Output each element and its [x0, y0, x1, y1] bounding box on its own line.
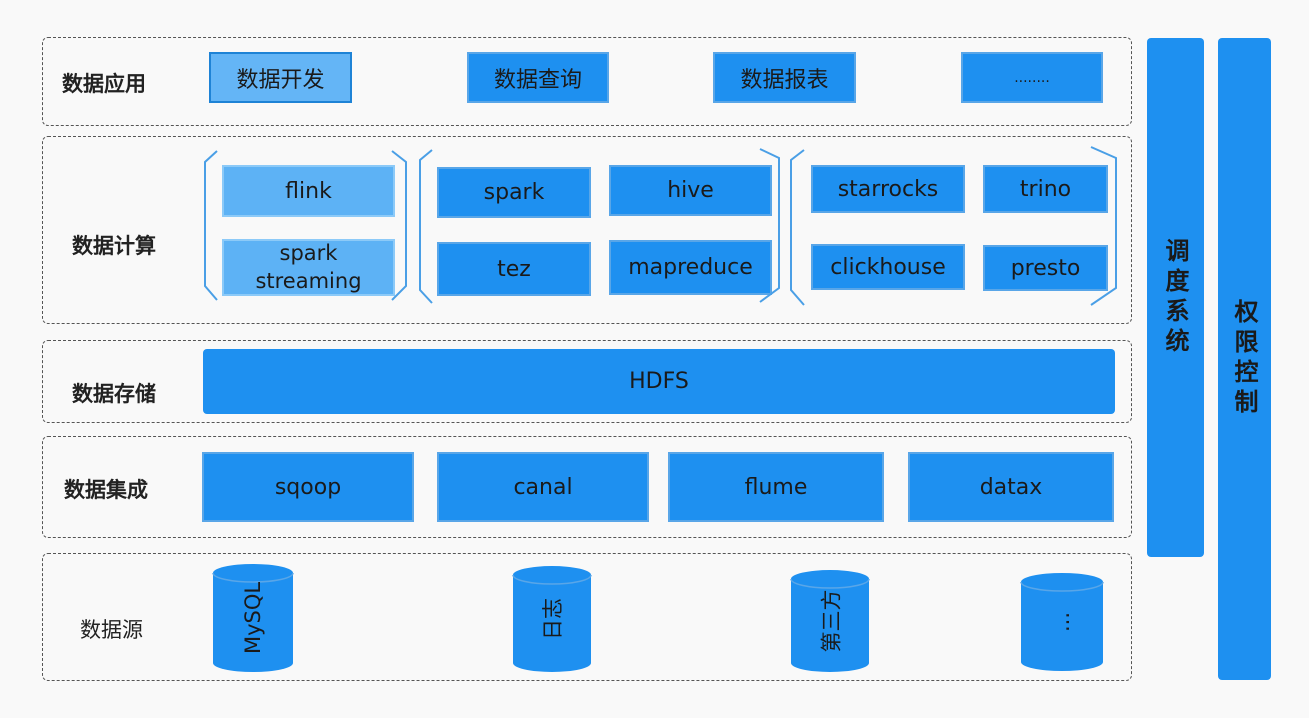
source-more-label: ...: [1050, 611, 1074, 633]
source-third-party-label: 第三方: [819, 589, 843, 653]
app-more: ........: [961, 52, 1103, 103]
source-log-label: 日志: [541, 598, 565, 640]
label-source: 数据源: [80, 618, 143, 642]
integration-sqoop: sqoop: [202, 452, 414, 522]
source-mysql: MySQL: [212, 563, 294, 673]
app-data-query: 数据查询: [467, 52, 609, 103]
compute-spark-streaming: spark streaming: [222, 239, 395, 296]
source-more: ...: [1020, 572, 1104, 672]
compute-hive: hive: [609, 165, 772, 216]
permission-control-label: 权限控制: [1230, 299, 1258, 419]
compute-spark: spark: [437, 167, 591, 218]
layer-compute: [42, 136, 1132, 324]
compute-presto: presto: [983, 245, 1108, 291]
integration-datax: datax: [908, 452, 1114, 522]
compute-tez: tez: [437, 242, 591, 296]
permission-control-bar: 权限控制: [1218, 38, 1271, 680]
app-data-report: 数据报表: [713, 52, 856, 103]
compute-flink: flink: [222, 165, 395, 217]
compute-trino: trino: [983, 165, 1108, 213]
storage-hdfs: HDFS: [203, 349, 1115, 414]
integration-canal: canal: [437, 452, 649, 522]
compute-starrocks: starrocks: [811, 165, 965, 213]
source-third-party: 第三方: [790, 569, 870, 673]
layer-storage: [42, 340, 1132, 423]
label-storage: 数据存储: [72, 382, 156, 406]
compute-clickhouse: clickhouse: [811, 244, 965, 290]
app-data-development: 数据开发: [209, 52, 352, 103]
compute-mapreduce: mapreduce: [609, 240, 772, 295]
label-application: 数据应用: [62, 72, 146, 96]
layer-integration: [42, 436, 1132, 538]
source-log: 日志: [512, 565, 592, 673]
label-compute: 数据计算: [72, 234, 156, 258]
scheduler-system-bar: 调度系统: [1147, 38, 1204, 557]
layer-application: [42, 37, 1132, 126]
label-integration: 数据集成: [64, 478, 148, 502]
source-mysql-label: MySQL: [240, 581, 265, 655]
layer-source: [42, 553, 1132, 681]
scheduler-system-label: 调度系统: [1161, 237, 1189, 358]
integration-flume: flume: [668, 452, 884, 522]
